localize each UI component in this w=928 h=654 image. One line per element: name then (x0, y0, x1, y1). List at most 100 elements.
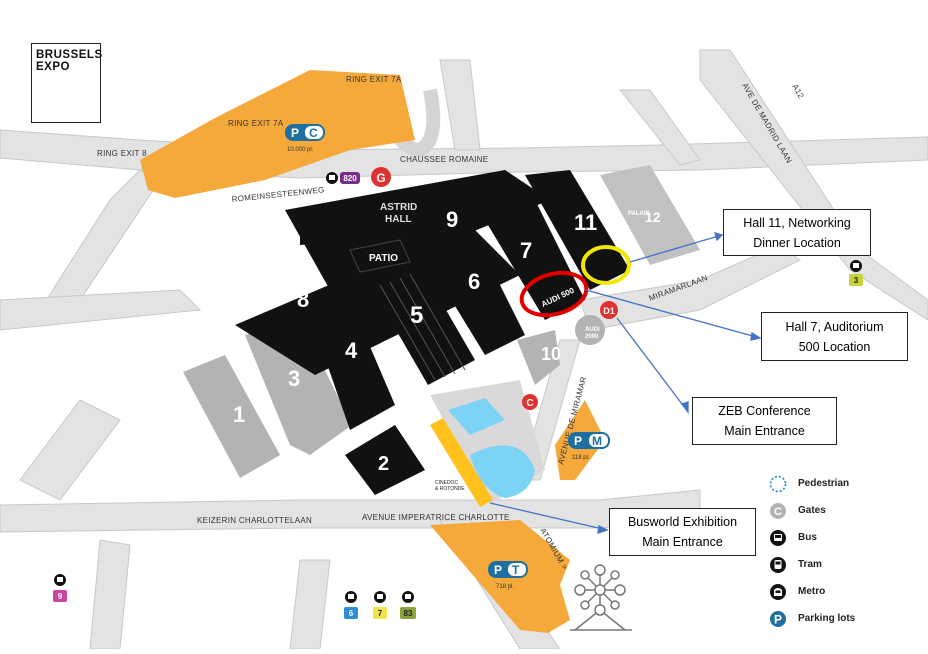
hall-12-label: 12 (645, 209, 661, 225)
metro-icon (768, 582, 788, 602)
hall-5-label: 5 (410, 302, 423, 329)
pool-lower (470, 445, 535, 498)
callout-networking-line-2: Dinner Location (753, 235, 841, 250)
gate-g-label: G (376, 171, 385, 185)
svg-text:P: P (774, 612, 782, 626)
hall-11-label: 11 (574, 210, 597, 235)
map-legend: Pedestrian C Gates Bus Tram Metro P Park… (768, 470, 908, 632)
patio-label: PATIO (369, 253, 398, 264)
brussels-expo-logo: BRUSSELS EXPO (31, 43, 103, 123)
bus-stop-820: 820 (326, 172, 360, 184)
svg-text:C: C (774, 506, 782, 518)
transit-tag (373, 607, 387, 619)
hall-12-shape (600, 165, 700, 265)
legend-label-tram: Tram (798, 559, 822, 570)
audi-2000-label-1: AUDI (585, 327, 600, 333)
street-romeinsesteenweg: ROMEINSESTEENWEG (231, 185, 325, 204)
tram-icon (768, 555, 788, 575)
parking-pc-p: P (291, 126, 299, 140)
hall-11-shape (525, 170, 630, 290)
parking-area-c (140, 70, 415, 198)
street-keizerin-charlottelaan: KEIZERIN CHARLOTTELAAN (197, 516, 312, 525)
parking-pc-count: 10.000 pl. (287, 147, 314, 153)
astrid-hall-shape (300, 212, 360, 245)
legend-item-pedestrian: Pedestrian (768, 470, 908, 497)
callout-pointers (489, 232, 762, 534)
callout-networking-dinner: Hall 11, Networking Dinner Location (723, 209, 871, 256)
hall-3-shape (245, 320, 352, 455)
logo-line-1: BRUSSELS (36, 49, 103, 61)
hall-3-label: 3 (288, 366, 300, 391)
hall-2-label: 2 (378, 453, 389, 475)
astrid-hall-label-2: HALL (385, 214, 412, 225)
street-chaussee-romaine: CHAUSSEE ROMAINE (400, 155, 488, 164)
street-ring-exit-7a-left: RING EXIT 7A (228, 119, 284, 128)
gate-d1-marker (600, 301, 618, 319)
gate-d1-label: D1 (603, 306, 615, 316)
hall-5-shape (370, 265, 475, 385)
networking-highlight-ring (581, 245, 631, 285)
hall-1-shape (183, 355, 280, 478)
transit-number: 7 (378, 609, 383, 618)
parking-pc-c: C (309, 126, 318, 140)
parking-badge-pt: P T 718 pl. (488, 561, 528, 590)
parking-badge-pc: P C 10.000 pl. (285, 124, 325, 153)
audi-2000-label-2: 2000 (585, 334, 599, 340)
parking-pt-count: 718 pl. (496, 584, 514, 590)
palais-12-label: PALAIS (628, 211, 650, 217)
legend-label-gates: Gates (798, 505, 826, 516)
transit-stop-9: 9 (53, 574, 67, 602)
hall-10-shape (517, 330, 560, 385)
legend-item-metro: Metro (768, 578, 908, 605)
parking-icon: P (768, 609, 788, 629)
callout-zeb-line-1: ZEB Conference (718, 404, 811, 418)
hall-4-shape (310, 300, 395, 430)
transit-number: 83 (404, 609, 413, 618)
parking-pt-t: T (512, 563, 520, 577)
auditorium-highlight-ring (519, 270, 589, 318)
gate-icon: C (768, 501, 788, 521)
hall-6-shape (430, 245, 525, 355)
patio-shape (349, 239, 411, 273)
gate-c-marker (522, 394, 538, 410)
transit-tag (400, 607, 416, 619)
legend-label-parking: Parking lots (798, 613, 856, 624)
gate-c-label: C (526, 398, 533, 409)
transit-tag (53, 590, 67, 602)
hall-9-label: 9 (446, 207, 458, 232)
callout-zeb-conference: ZEB Conference Main Entrance (692, 397, 837, 445)
street-avenue-imperatrice-charlotte: AVENUE IMPERATRICE CHARLOTTE (362, 513, 510, 522)
callout-auditorium-500: Hall 7, Auditorium 500 Location (761, 312, 908, 361)
transit-number: 9 (58, 592, 63, 601)
callout-zeb-line-2: Main Entrance (724, 424, 805, 438)
transit-stop-3: 3 (849, 260, 863, 286)
transit-stop-7: 7 (373, 591, 387, 619)
logo-line-2: EXPO (36, 61, 70, 73)
pedestrian-icon (768, 474, 788, 494)
parking-pm-p: P (574, 434, 582, 448)
legend-item-gates: C Gates (768, 497, 908, 524)
hall-7-label: 7 (520, 238, 532, 263)
callout-busworld-line-1: Busworld Exhibition (627, 515, 738, 529)
street-ring-exit-7a-top: RING EXIT 7A (346, 75, 402, 84)
hall-6-label: 6 (468, 269, 480, 294)
callout-auditorium-line-2: 500 Location (798, 339, 871, 354)
bus-number: 820 (343, 174, 357, 183)
transit-stop-6: 6 (344, 591, 358, 619)
cinedoc-label-1: CINEDOC (435, 480, 458, 486)
hall-9-shape (285, 170, 550, 290)
parking-pm-count: 118 pl. (572, 455, 590, 461)
bus-icon (768, 528, 788, 548)
callout-networking-line-1: Hall 11, Networking (743, 215, 851, 230)
busworld-entrance-strip (430, 418, 493, 507)
atomium-icon (570, 564, 632, 631)
parking-pt-p: P (494, 563, 502, 577)
legend-label-bus: Bus (798, 532, 817, 543)
transit-number: 3 (854, 276, 859, 285)
street-ring-exit-8: RING EXIT 8 (97, 149, 147, 158)
street-a12: A12 (790, 83, 805, 101)
callout-auditorium-line-1: Hall 7, Auditorium (785, 319, 884, 334)
hall-1-label: 1 (233, 402, 245, 427)
